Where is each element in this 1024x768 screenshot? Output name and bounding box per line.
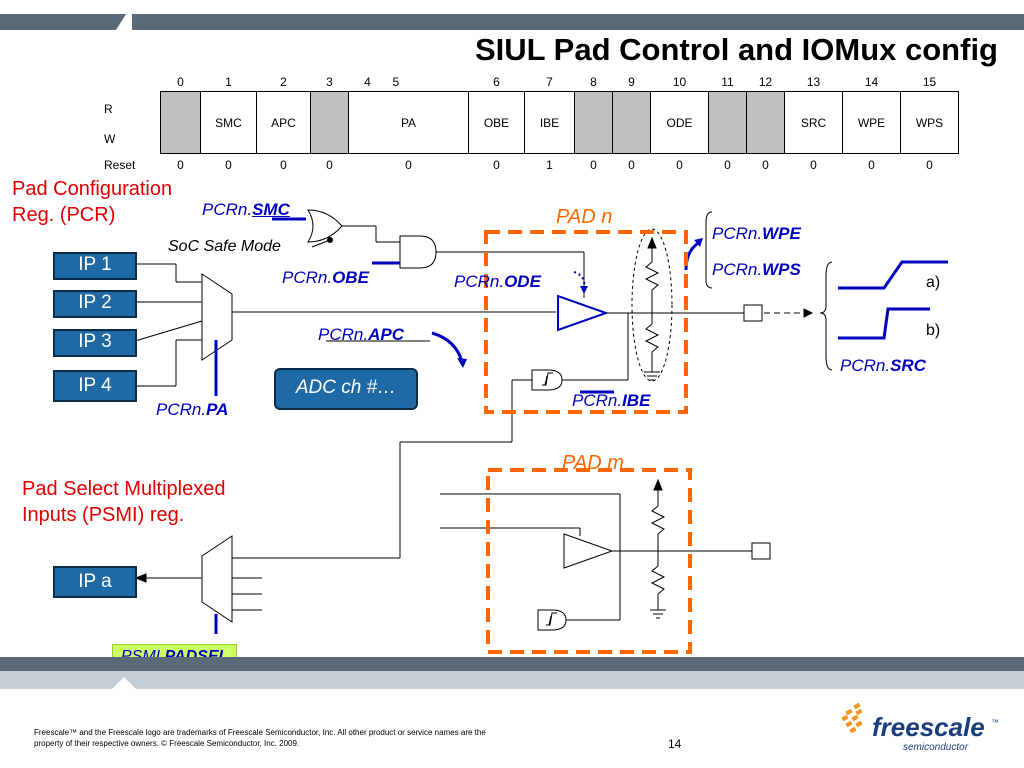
bit-number: 6 [493, 74, 500, 89]
reset-value: 0 [628, 158, 635, 172]
wave-a-label: a) [926, 274, 941, 291]
bit-number-row: 0 1 2 3 4 5 6 7 8 9 10 11 12 13 14 15 [96, 72, 959, 92]
adc-channel-block: ADC ch #… [274, 368, 418, 410]
reset-value: 0 [926, 158, 933, 172]
bit-number: 7 [546, 74, 553, 89]
reserved-bit [160, 91, 201, 154]
reset-value: 1 [546, 158, 553, 172]
logo-trademark: ™ [991, 718, 999, 727]
bit-number: 10 [672, 74, 687, 89]
reset-value: 0 [724, 158, 731, 172]
pcr-ibe-label: PCRn.IBE [572, 391, 651, 410]
row-label-reset: Reset [104, 157, 136, 172]
bit-number: 15 [922, 74, 937, 89]
reserved-bit [612, 91, 651, 154]
field-wpe: WPE [842, 91, 901, 154]
soc-safe-mode-label: SoC Safe Mode [168, 238, 281, 255]
ip3-block: IP 3 [53, 329, 137, 357]
pcr-register-table: 0 1 2 3 4 5 6 7 8 9 10 11 12 13 14 15 R … [96, 72, 959, 176]
bit-number: 2 [280, 74, 287, 89]
reset-row: Reset 0 0 0 0 0 0 1 0 0 0 0 0 0 0 0 [96, 154, 959, 177]
page-number: 14 [668, 737, 682, 751]
reset-value: 0 [280, 158, 287, 172]
reset-value: 0 [762, 158, 769, 172]
bit-number: 11 [721, 74, 734, 89]
row-label-write: W [104, 131, 116, 146]
legal-footer: Freescale™ and the Freescale logo are tr… [34, 728, 486, 748]
reset-value: 0 [676, 158, 683, 172]
reset-value: 0 [493, 158, 500, 172]
pcr-wpe-label: PCRn.WPE [712, 224, 801, 243]
bottom-decor-bar [0, 657, 1024, 689]
bit-number: 0 [177, 74, 184, 89]
freescale-logo-icon [841, 702, 863, 734]
bit-number: 8 [590, 74, 597, 89]
reset-value: 0 [590, 158, 597, 172]
reserved-bit [746, 91, 785, 154]
bit-number: 5 [392, 74, 400, 89]
pcr-register-label: Pad Configuration Reg. (PCR) [12, 178, 173, 226]
field-wps: WPS [900, 91, 959, 154]
wave-b-label: b) [926, 322, 941, 339]
pad-m-label: PAD m [562, 452, 624, 474]
reset-value: 0 [177, 158, 184, 172]
reserved-bit [574, 91, 613, 154]
row-label-read: R [104, 101, 113, 116]
pcr-obe-label: PCRn.OBE [282, 268, 369, 287]
pcr-smc-label: PCRn.SMC [202, 200, 290, 219]
ip4-block: IP 4 [53, 370, 137, 402]
psmi-register-label: Pad Select Multiplexed Inputs (PSMI) reg… [22, 478, 226, 526]
field-smc: SMC [200, 91, 257, 154]
bit-number: 4 [364, 74, 371, 89]
pcr-pa-label: PCRn.PA [156, 400, 229, 419]
pcr-wps-label: PCRn.WPS [712, 260, 801, 279]
field-src: SRC [784, 91, 843, 154]
bit-number: 13 [806, 74, 821, 89]
logo-subtitle: semiconductor [903, 742, 969, 753]
pcr-src-label: PCRn.SRC [840, 356, 926, 375]
top-decor-bar [0, 14, 1024, 30]
slide-title: SIUL Pad Control and IOMux config [475, 32, 998, 67]
reset-value: 0 [326, 158, 333, 172]
bit-number: 3 [326, 74, 333, 89]
pcr-ode-label: PCRn.ODE [454, 272, 541, 291]
ip1-block: IP 1 [53, 252, 137, 280]
bit-number: 12 [758, 74, 773, 89]
reset-value: 0 [405, 158, 412, 172]
field-ibe: IBE [524, 91, 575, 154]
reset-value: 0 [868, 158, 875, 172]
pad-n-label: PAD n [556, 206, 613, 228]
reserved-bit [310, 91, 349, 154]
bit-number: 9 [628, 74, 635, 89]
pcr-apc-label: PCRn.APC [318, 325, 404, 344]
field-apc: APC [256, 91, 311, 154]
bit-number: 14 [864, 74, 879, 89]
ip2-block: IP 2 [53, 290, 137, 318]
reserved-bit [708, 91, 747, 154]
reset-value: 0 [225, 158, 232, 172]
ipa-block: IP a [53, 566, 137, 598]
field-row: R W SMC APC PA OBE IBE ODE SRC WPE WPS [96, 91, 959, 154]
reset-value: 0 [810, 158, 817, 172]
bit-number: 1 [225, 74, 232, 89]
field-obe: OBE [468, 91, 525, 154]
logo-text: freescale [872, 712, 985, 742]
field-ode: ODE [650, 91, 709, 154]
